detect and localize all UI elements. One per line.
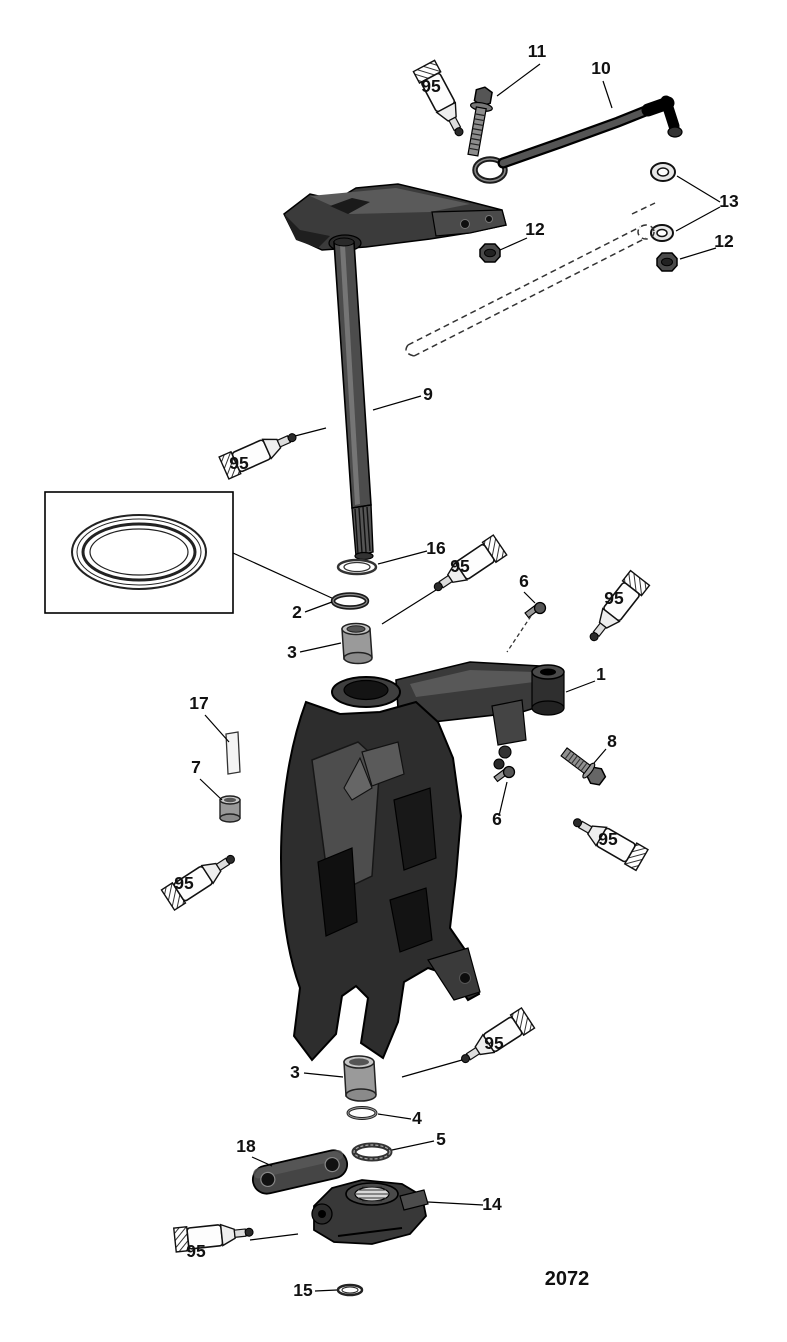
callout-12-right: 12 (714, 231, 734, 251)
o-ring-4 (346, 1106, 378, 1120)
callout-7: 7 (191, 757, 201, 777)
lube-callout-housing: 95 (186, 1241, 206, 1261)
seal-inset-box (44, 491, 335, 614)
washer-13-upper (650, 162, 676, 182)
o-ring-15 (336, 1283, 364, 1297)
callout-5: 5 (436, 1129, 446, 1149)
callout-1: 1 (596, 664, 606, 684)
callout-14: 14 (482, 1194, 502, 1214)
steering-arm-bracket (283, 183, 507, 252)
swivel-bracket (279, 661, 565, 1062)
callout-17: 17 (189, 693, 208, 713)
lube-callout-shaft: 95 (229, 453, 249, 473)
callout-16: 16 (426, 538, 446, 558)
steering-link-rod (472, 95, 683, 184)
callout-12-left: 12 (525, 219, 545, 239)
phantom-tilt-tube (405, 202, 656, 357)
lube-callout-top: 95 (421, 76, 441, 96)
callout-8: 8 (607, 731, 617, 751)
lube-callout-bushing7: 95 (174, 873, 194, 893)
bushing-3-lower (343, 1055, 377, 1102)
callout-9: 9 (423, 384, 433, 404)
screw-6-lower (493, 765, 516, 783)
swivel-housing-14 (311, 1179, 429, 1245)
grease-tube-icon-top (412, 59, 473, 142)
flange-bolt-11 (467, 86, 493, 157)
screw-6-upper-dashed-leader (506, 615, 532, 653)
callout-3-upper: 3 (287, 642, 297, 662)
callout-3-lower: 3 (290, 1062, 300, 1082)
callout-13: 13 (719, 191, 739, 211)
figure-number: 2072 (545, 1268, 590, 1290)
bushing-7 (219, 795, 241, 823)
callout-15: 15 (293, 1280, 313, 1300)
screw-6-upper (524, 601, 547, 619)
callout-4: 4 (412, 1108, 422, 1128)
bushing-3-upper (341, 622, 373, 665)
hex-nut-12-right (656, 252, 678, 272)
seal-ring-5 (351, 1142, 393, 1162)
lube-callout-arm: 95 (604, 588, 624, 608)
grease-tube-icon-arm (581, 569, 651, 649)
leader-lines (199, 63, 721, 1292)
link-plate-18 (251, 1149, 349, 1195)
decal-17 (225, 731, 241, 775)
callout-11: 11 (528, 41, 547, 61)
callout-6-upper: 6 (519, 571, 529, 591)
callout-10: 10 (591, 58, 611, 78)
lube-callout-ring16: 95 (450, 556, 470, 576)
washer-13-lower (650, 224, 674, 242)
callout-6-lower: 6 (492, 809, 502, 829)
lube-callout-screw: 95 (598, 829, 618, 849)
hex-nut-12-left (479, 243, 501, 263)
retainer-ring-16 (336, 558, 378, 576)
o-ring-2 (330, 592, 370, 610)
callout-18: 18 (236, 1136, 256, 1156)
lube-callout-bushing3: 95 (484, 1033, 504, 1053)
steering-shaft (333, 237, 374, 561)
callout-2: 2 (292, 602, 302, 622)
bolt-8 (560, 747, 607, 786)
